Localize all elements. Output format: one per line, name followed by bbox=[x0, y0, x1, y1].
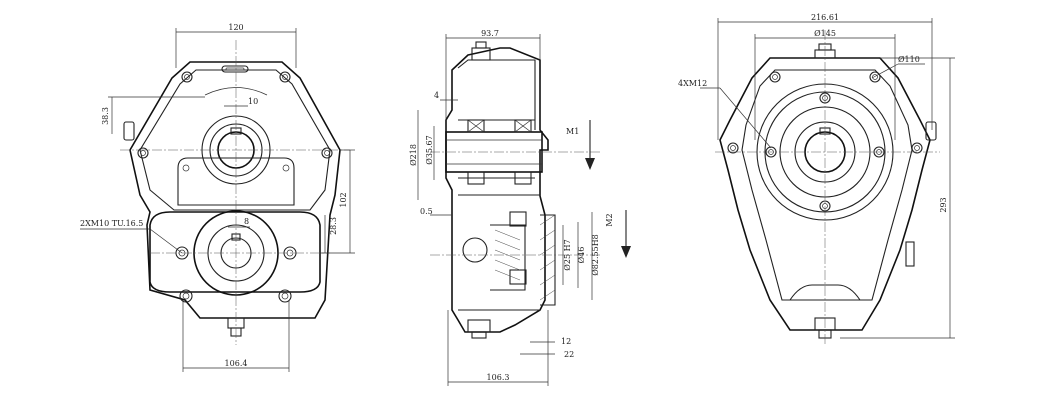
side-dim-12: 12 bbox=[561, 337, 571, 346]
side-arrow-m1: M1 bbox=[566, 127, 579, 136]
side-dim-218: Ø218 bbox=[409, 144, 418, 166]
front-dim-28: 28.3 bbox=[329, 217, 338, 235]
front-dim-8: 8 bbox=[244, 217, 249, 226]
side-dim-82: Ø82.55H8 bbox=[591, 234, 600, 276]
rear-callout-bolts: 4XM12 bbox=[678, 79, 707, 88]
side-dim-4: 4 bbox=[434, 91, 439, 100]
front-dim-106: 106.4 bbox=[225, 359, 248, 368]
front-dim-120: 120 bbox=[228, 23, 243, 32]
rear-dim-216: 216.61 bbox=[811, 13, 839, 22]
front-view: 120 38.3 10 102 28.3 8 2XM10 TU.16.5 106… bbox=[80, 23, 355, 372]
rear-dim-145: Ø145 bbox=[814, 29, 836, 38]
front-dim-38: 38.3 bbox=[101, 107, 110, 125]
rear-dim-110: Ø110 bbox=[898, 55, 920, 64]
side-dim-46: Ø46 bbox=[577, 247, 586, 264]
front-housing-outline bbox=[129, 61, 341, 319]
rear-dim-293: 293 bbox=[939, 197, 948, 212]
side-view: 93.7 4 Ø218 Ø35.67 0.5 Ø25 H7 Ø46 Ø82.55… bbox=[409, 29, 631, 386]
front-callout-thread: 2XM10 TU.16.5 bbox=[80, 219, 143, 228]
side-dim-93: 93.7 bbox=[481, 29, 499, 38]
front-dim-102: 102 bbox=[339, 192, 348, 207]
side-dim-05: 0.5 bbox=[420, 207, 433, 216]
side-dim-35: Ø35.67 bbox=[425, 135, 434, 164]
side-dim-22: 22 bbox=[564, 350, 574, 359]
side-arrow-m2: M2 bbox=[605, 213, 614, 226]
side-dim-106: 106.3 bbox=[487, 373, 510, 382]
front-dim-10: 10 bbox=[248, 97, 258, 106]
rear-view: 216.61 Ø145 Ø110 4XM12 293 bbox=[678, 13, 955, 345]
side-dim-25: Ø25 H7 bbox=[563, 239, 572, 270]
